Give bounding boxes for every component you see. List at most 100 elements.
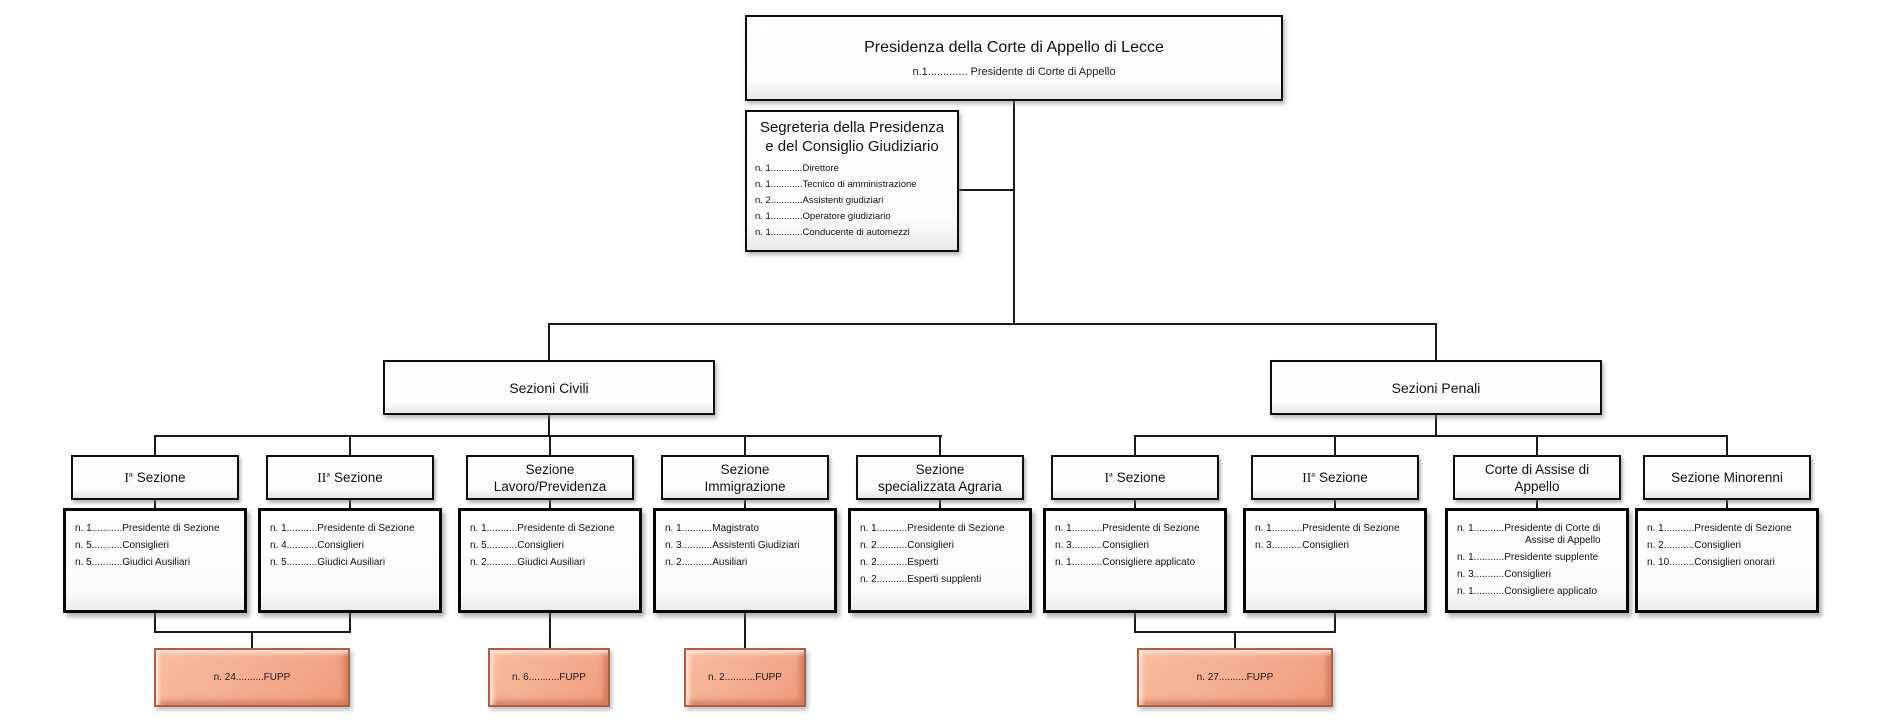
secretariat-staff-line: n. 2............Assistenti giudiziari: [755, 195, 884, 206]
section-numeral: IIª: [1302, 470, 1315, 485]
connector-line: [349, 611, 351, 633]
connector-line: [1726, 435, 1728, 457]
section-header-box: Corte di Assise di Appello: [1453, 455, 1621, 500]
section-title: Sezione: [136, 470, 186, 485]
staff-line: n. 2...........Consiglieri: [860, 540, 954, 551]
connector-line: [744, 498, 746, 510]
root-title: Presidenza della Corte di Appello di Lec…: [864, 38, 1164, 56]
secretariat-box: Segreteria della Presidenza e del Consig…: [745, 110, 959, 252]
section-title: Corte di Assise di: [1484, 461, 1590, 477]
secretariat-staff-line: n. 1............Conducente di automezzi: [755, 227, 910, 238]
staff-line: n. 3...........Assistenti Giudiziari: [665, 540, 800, 551]
section-header-box: Sezione Immigrazione: [661, 455, 829, 500]
section-title: Sezione: [333, 470, 383, 485]
staff-line: n. 1...........Presidente di Sezione: [1055, 523, 1200, 534]
section-header-box: Sezione Lavoro/Previdenza: [466, 455, 634, 500]
connector-line: [154, 498, 156, 510]
section-numeral: Iª: [1104, 470, 1113, 485]
section-title-line2: Immigrazione: [704, 478, 786, 494]
staff-line: n. 1...........Consigliere applicato: [1055, 557, 1196, 568]
connector-line: [1435, 413, 1437, 436]
staff-line: n. 1...........Presidente di Corte di As…: [1457, 523, 1601, 546]
staff-line: n. 1...........Presidente di Sezione: [860, 523, 1005, 534]
section-header-box: Sezione Minorenni: [1643, 455, 1811, 500]
connector-line: [1726, 498, 1728, 510]
section-title-line2: Appello: [1514, 478, 1560, 494]
section-staff-box: n. 1...........Presidente di Sezione n. …: [848, 508, 1032, 613]
section-lavoro-previdenza: Sezione Lavoro/Previdenza n. 1..........…: [458, 455, 642, 613]
staff-line: n. 3...........Consiglieri: [1055, 540, 1149, 551]
fupp-label: n. 2...........FUPP: [708, 672, 782, 683]
connector-line: [349, 435, 351, 457]
branch-box-sezioni-civili: Sezioni Civili: [383, 360, 715, 415]
section-corte-assise-appello: Corte di Assise di Appello n. 1.........…: [1445, 455, 1629, 613]
fupp-box-penali: n. 27..........FUPP: [1137, 648, 1333, 707]
connector-line: [744, 611, 746, 649]
section-staff-box: n. 1...........Presidente di Sezione n. …: [1243, 508, 1427, 613]
connector-line: [1536, 435, 1538, 457]
section-title-line2: specializzata Agraria: [878, 478, 1002, 494]
section-title-line2: Lavoro/Previdenza: [493, 478, 607, 494]
secretariat-staff-line: n. 1............Operatore giudiziario: [755, 211, 891, 222]
root-box-presidenza: Presidenza della Corte di Appello di Lec…: [745, 15, 1283, 101]
connector-line: [251, 631, 253, 649]
staff-line: n. 10.........Consiglieri onorari: [1647, 557, 1775, 568]
section-title: Sezione: [915, 461, 965, 477]
section-staff-box: n. 1...........Presidente di Sezione n. …: [63, 508, 247, 613]
connector-line: [1334, 498, 1336, 510]
connector-line: [154, 435, 942, 437]
section-title: Sezione: [720, 461, 770, 477]
staff-line: n. 5...........Consiglieri: [75, 540, 169, 551]
staff-line: n. 3...........Consiglieri: [1457, 569, 1551, 580]
section-staff-box: n. 1...........Presidente di Sezione n. …: [458, 508, 642, 613]
section-title: Sezione Minorenni: [1671, 470, 1783, 485]
staff-line: n. 1...........Presidente di Sezione: [75, 523, 220, 534]
section-minorenni: Sezione Minorenni n. 1...........Preside…: [1635, 455, 1819, 613]
connector-line: [744, 435, 746, 457]
branch-box-sezioni-penali: Sezioni Penali: [1270, 360, 1602, 415]
staff-line: n. 1...........Magistrato: [665, 523, 759, 534]
connector-line: [549, 435, 551, 457]
staff-line: n. 2...........Consiglieri: [1647, 540, 1741, 551]
secretariat-title-line1: Segreteria della Presidenza: [759, 119, 945, 136]
connector-line: [154, 435, 156, 457]
staff-line: n. 1...........Presidente di Sezione: [470, 523, 615, 534]
staff-line: n. 2...........Ausiliari: [665, 557, 748, 568]
branch-penal-label: Sezioni Penali: [1391, 379, 1481, 396]
connector-line: [349, 498, 351, 510]
fupp-label: n. 6...........FUPP: [512, 672, 586, 683]
fupp-box-immigrazione: n. 2...........FUPP: [684, 648, 806, 707]
section-title: Sezione: [1116, 470, 1166, 485]
staff-line: n. 5...........Giudici Ausiliari: [270, 557, 386, 568]
staff-line: n. 5...........Giudici Ausiliari: [75, 557, 191, 568]
section-staff-box: n. 1...........Presidente di Sezione n. …: [1635, 508, 1819, 613]
staff-line: n. 1...........Presidente di Sezione: [1647, 523, 1792, 534]
fupp-label: n. 27..........FUPP: [1196, 672, 1274, 683]
staff-line: n. 5...........Consiglieri: [470, 540, 564, 551]
secretariat-title: Segreteria della Presidenza e del Consig…: [755, 118, 949, 156]
connector-line: [549, 611, 551, 649]
connector-line: [548, 413, 550, 436]
connector-line: [154, 611, 156, 633]
branch-civil-label: Sezioni Civili: [509, 379, 589, 396]
connector-line: [1134, 611, 1136, 633]
section-title: Sezione: [1318, 470, 1368, 485]
root-staff-line: n.1............. Presidente di Corte di …: [912, 65, 1116, 78]
connector-line: [1234, 631, 1236, 649]
connector-line: [1435, 323, 1437, 362]
section-immigrazione: Sezione Immigrazione n. 1...........Magi…: [653, 455, 837, 613]
staff-line: n. 1...........Presidente di Sezione: [1255, 523, 1400, 534]
connector-line: [548, 323, 1437, 325]
connector-line: [549, 498, 551, 510]
connector-line: [1134, 435, 1136, 457]
staff-line: n. 3...........Consiglieri: [1255, 540, 1349, 551]
connector-line: [939, 435, 941, 457]
fupp-box-civili: n. 24..........FUPP: [154, 648, 350, 707]
secretariat-title-line2: e del Consiglio Giudiziario: [765, 138, 939, 155]
